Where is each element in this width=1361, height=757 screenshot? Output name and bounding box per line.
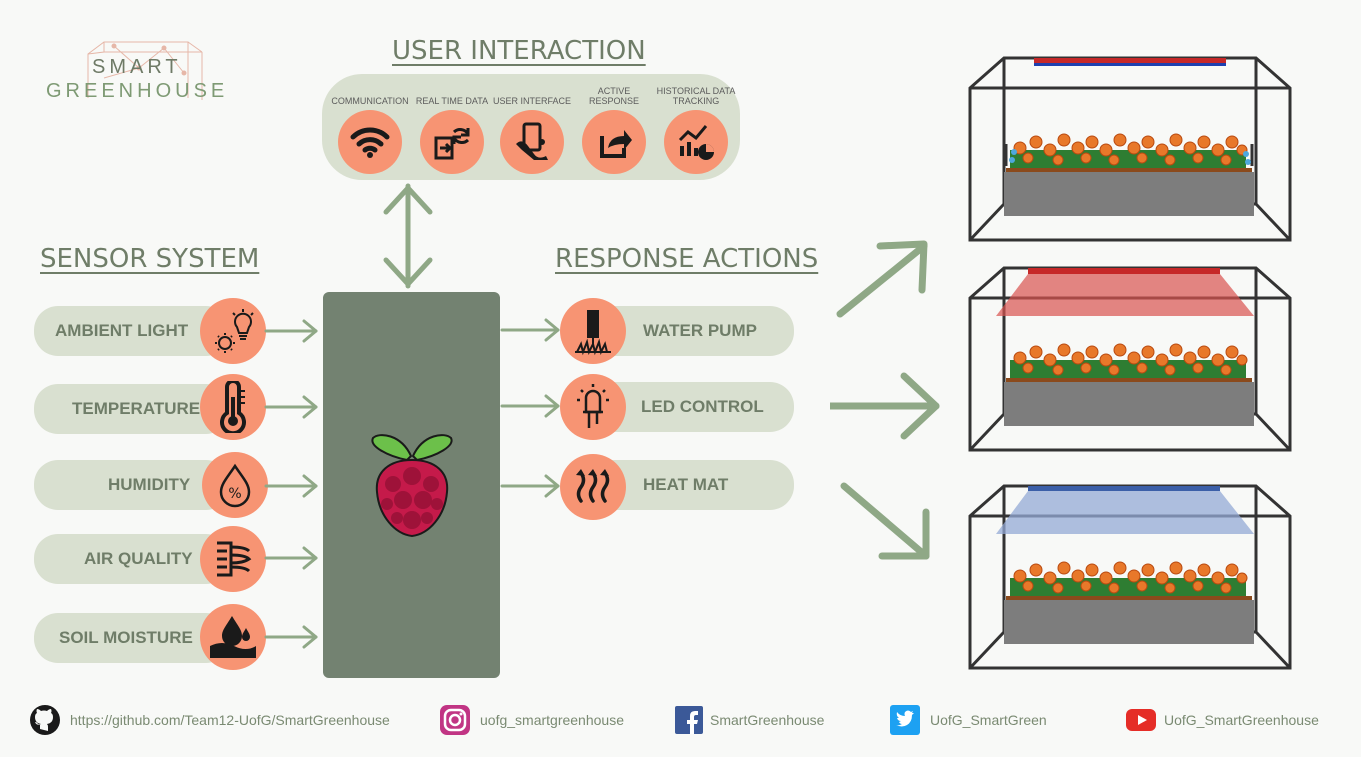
sensor-temperature: TEMPERATURE bbox=[34, 384, 230, 434]
greenhouse-arrows bbox=[830, 240, 940, 560]
ui-item-label: HISTORICAL DATA TRACKING bbox=[656, 86, 736, 106]
greenhouse-illustrations bbox=[966, 54, 1296, 674]
user-interaction-panel: COMMUNICATION REAL TIME DATA USER INTERF… bbox=[322, 74, 740, 180]
action-label: LED CONTROL bbox=[641, 397, 764, 416]
github-url: https://github.com/Team12-UofG/SmartGree… bbox=[70, 712, 390, 728]
sensor-label: SOIL MOISTURE bbox=[59, 628, 193, 647]
sensor-label: TEMPERATURE bbox=[72, 399, 201, 418]
action-label: HEAT MAT bbox=[643, 475, 729, 494]
ui-item-active-response: ACTIVE RESPONSE bbox=[574, 84, 654, 174]
ui-item-historical-data: HISTORICAL DATA TRACKING bbox=[656, 84, 736, 174]
light-sun-icon bbox=[200, 298, 266, 364]
sensor-arrows bbox=[264, 319, 318, 649]
phone-touch-icon bbox=[516, 122, 548, 160]
youtube-handle: UofG_SmartGreenhouse bbox=[1164, 712, 1319, 728]
humidity-drop-icon: % bbox=[202, 452, 268, 518]
ui-item-label: ACTIVE RESPONSE bbox=[588, 86, 639, 106]
logo-text-smart: SMART bbox=[92, 56, 182, 78]
sensor-label: AMBIENT LIGHT bbox=[55, 321, 189, 340]
greenhouse-heat bbox=[970, 486, 1290, 668]
sensor-label: HUMIDITY bbox=[108, 475, 191, 494]
ui-item-label: REAL TIME DATA bbox=[415, 96, 489, 106]
instagram-icon bbox=[440, 705, 470, 735]
twitter-handle: UofG_SmartGreen bbox=[930, 712, 1047, 728]
logo-text-greenhouse: GREENHOUSE bbox=[46, 80, 229, 102]
user-interaction-title: USER INTERACTION bbox=[392, 36, 646, 66]
instagram-handle: uofg_smartgreenhouse bbox=[480, 712, 624, 728]
sensor-system-title: SENSOR SYSTEM bbox=[40, 244, 260, 274]
twitter-icon bbox=[890, 705, 920, 735]
wifi-icon bbox=[350, 127, 390, 158]
sensor-ambient-light: AMBIENT LIGHT bbox=[34, 306, 230, 356]
facebook-handle: SmartGreenhouse bbox=[710, 712, 825, 728]
footer-facebook-link[interactable]: SmartGreenhouse bbox=[674, 704, 824, 736]
heat-mat-icon bbox=[560, 454, 626, 520]
soil-moisture-icon bbox=[200, 604, 266, 670]
action-label: WATER PUMP bbox=[643, 321, 757, 340]
footer-instagram-link[interactable]: uofg_smartgreenhouse bbox=[440, 704, 624, 736]
ui-item-label: USER INTERFACE bbox=[492, 96, 571, 106]
response-actions-title: RESPONSE ACTIONS bbox=[555, 244, 819, 274]
github-icon bbox=[30, 705, 60, 735]
ui-item-communication: COMMUNICATION bbox=[330, 84, 410, 174]
led-icon bbox=[560, 374, 626, 440]
sensor-humidity: HUMIDITY bbox=[34, 460, 230, 510]
raspberry-pi-logo-icon bbox=[371, 434, 453, 538]
youtube-icon bbox=[1126, 705, 1156, 735]
humidity-glyph: % bbox=[228, 486, 241, 502]
sensor-soil-moisture: SOIL MOISTURE bbox=[34, 613, 230, 663]
footer-twitter-link[interactable]: UofG_SmartGreen bbox=[890, 704, 1047, 736]
raspberry-pi-controller bbox=[323, 292, 500, 678]
ui-item-real-time-data: REAL TIME DATA bbox=[412, 84, 492, 174]
greenhouse-watering bbox=[970, 58, 1290, 240]
share-response-icon bbox=[600, 130, 632, 158]
bidirectional-arrow bbox=[383, 183, 433, 289]
ui-item-label: COMMUNICATION bbox=[331, 96, 409, 106]
air-quality-icon bbox=[200, 526, 266, 592]
sensor-label: AIR QUALITY bbox=[84, 549, 193, 568]
facebook-icon bbox=[674, 705, 704, 735]
footer-github-link[interactable]: https://github.com/Team12-UofG/SmartGree… bbox=[30, 704, 390, 736]
thermometer-icon bbox=[200, 374, 266, 440]
water-pump-icon bbox=[560, 298, 626, 364]
footer-youtube-link[interactable]: UofG_SmartGreenhouse bbox=[1126, 704, 1319, 736]
refresh-data-icon bbox=[434, 128, 470, 160]
greenhouse-led bbox=[970, 268, 1290, 450]
chart-analytics-icon bbox=[678, 125, 714, 160]
sensor-air-quality: AIR QUALITY bbox=[34, 534, 230, 584]
response-arrows bbox=[500, 318, 560, 498]
ui-item-user-interface: USER INTERFACE bbox=[492, 84, 572, 174]
logo-greenhouse-outline bbox=[87, 41, 203, 100]
